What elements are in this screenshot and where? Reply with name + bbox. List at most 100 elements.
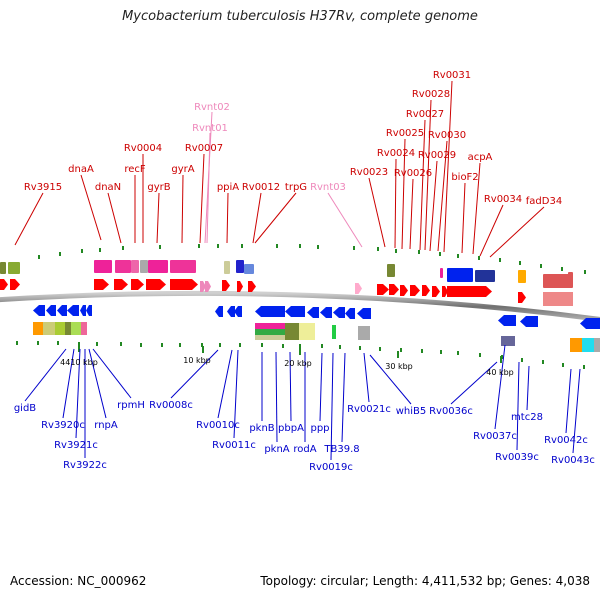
leader-line [217, 349, 233, 419]
gene-label[interactable]: gyrA [171, 164, 194, 175]
tick-mark [339, 345, 341, 349]
leader-line [443, 80, 453, 253]
gene-label[interactable]: Rv3915 [24, 182, 62, 193]
tick-mark [561, 267, 563, 271]
leader-line [327, 192, 363, 248]
gene-block [43, 322, 55, 335]
gene-label[interactable]: Rv0026 [394, 168, 432, 179]
gene-label[interactable]: Rv0036c [429, 406, 473, 417]
gene-block [0, 262, 6, 274]
leader-lines [14, 80, 581, 461]
gene-label[interactable]: gidB [14, 403, 36, 414]
gene-label[interactable]: Rv3922c [63, 460, 107, 471]
gene-block [244, 264, 254, 274]
gene-label[interactable]: Rv0031 [433, 70, 471, 81]
gene-label[interactable]: Rv0010c [196, 420, 240, 431]
gene-label[interactable]: rodA [293, 444, 316, 455]
reverse-arrow [255, 306, 285, 317]
gene-label[interactable]: pknA [264, 444, 289, 455]
gene-label[interactable]: trpG [285, 182, 307, 193]
gene-label[interactable]: pknB [249, 423, 274, 434]
tick-mark [321, 344, 323, 348]
leader-line [494, 344, 506, 430]
gene-label[interactable]: bioF2 [451, 172, 478, 183]
gene-label[interactable]: Rv0011c [212, 440, 256, 451]
gene-label[interactable]: ppp [310, 423, 329, 434]
gene-label[interactable]: dnaN [95, 182, 121, 193]
gene-label[interactable]: Rv0028 [412, 89, 450, 100]
tick-mark [400, 348, 402, 352]
gene-label[interactable]: recF [124, 164, 146, 175]
leader-line [489, 206, 545, 258]
forward-arrow [442, 286, 448, 297]
tick-mark [241, 244, 243, 248]
gene-label[interactable]: Rv3920c [41, 420, 85, 431]
gene-label[interactable]: Rv0043c [551, 455, 595, 466]
tick-mark [78, 342, 80, 346]
gene-label[interactable]: Rv0034 [484, 194, 522, 205]
rna-label[interactable]: Rvnt01 [192, 123, 228, 134]
gene-label[interactable]: Rv0025 [386, 128, 424, 139]
leader-line [92, 348, 132, 399]
gene-block [255, 329, 285, 335]
tick-mark [159, 245, 161, 249]
gene-label[interactable]: rpmH [117, 400, 145, 411]
gene-label[interactable]: mtc28 [511, 412, 543, 423]
gene-label[interactable]: Rv0019c [309, 462, 353, 473]
gene-block [94, 260, 112, 273]
gene-label[interactable]: Rv0012 [242, 182, 280, 193]
leader-line [181, 174, 184, 244]
gene-label[interactable]: Rv0023 [350, 167, 388, 178]
reverse-arrow [285, 306, 305, 317]
tick-mark [317, 245, 319, 249]
gene-label[interactable]: ppiA [217, 182, 239, 193]
forward-arrow [170, 279, 198, 290]
scale-labels: 4410 kbp 10 kbp 20 kbp 30 kbp 40 kbp [60, 356, 514, 377]
gene-label[interactable]: Rv0037c [473, 431, 517, 442]
gene-label[interactable]: dnaA [68, 164, 94, 175]
forward-gene-labels: Rv3915 dnaA dnaN recF Rv0004 gyrB gyrA R… [24, 70, 562, 207]
rna-label[interactable]: Rvnt03 [310, 182, 346, 193]
gene-label[interactable]: Rv0027 [406, 109, 444, 120]
gene-label[interactable]: acpA [468, 152, 493, 163]
gene-label[interactable]: Rv0024 [377, 148, 415, 159]
tick-mark [239, 343, 241, 347]
gene-label[interactable]: Rv0007 [185, 143, 223, 154]
genome-summary-text: Topology: circular; Length: 4,411,532 bp… [260, 574, 590, 588]
leader-line [226, 192, 229, 244]
gene-label[interactable]: Rv0008c [149, 400, 193, 411]
gene-label[interactable]: Rv0030 [428, 130, 466, 141]
major-tick [202, 346, 204, 353]
leader-line [572, 368, 581, 454]
tick-mark [540, 264, 542, 268]
forward-arrow [94, 279, 109, 290]
gene-label[interactable]: TB39.8 [323, 444, 359, 455]
gene-block [568, 272, 573, 280]
gene-label[interactable]: Rv0042c [544, 435, 588, 446]
feature-tracks [0, 260, 600, 352]
tick-mark [96, 342, 98, 346]
gene-label[interactable]: Rv0029 [418, 150, 456, 161]
gene-label[interactable]: pbpA [278, 423, 304, 434]
forward-arrow [377, 284, 389, 295]
gene-label[interactable]: Rv0004 [124, 143, 162, 154]
forward-arrow [205, 281, 211, 292]
tick-mark [440, 350, 442, 354]
tick-mark [217, 244, 219, 248]
leader-line [24, 348, 67, 402]
rna-label[interactable]: Rvnt02 [194, 102, 230, 113]
gene-label[interactable]: gyrB [147, 182, 170, 193]
gene-label[interactable]: rnpA [94, 420, 118, 431]
gene-label[interactable]: fadD34 [526, 196, 562, 207]
leader-line [394, 158, 397, 249]
tick-mark [282, 344, 284, 348]
tick-mark [179, 343, 181, 347]
scale-label: 40 kbp [486, 368, 514, 377]
gene-label[interactable]: Rv0039c [495, 452, 539, 463]
tick-mark [439, 252, 441, 256]
gene-label[interactable]: whiB5 [396, 406, 427, 417]
gene-label[interactable]: Rv3921c [54, 440, 98, 451]
gene-label[interactable]: Rv0021c [347, 404, 391, 415]
tick-mark [261, 343, 263, 347]
